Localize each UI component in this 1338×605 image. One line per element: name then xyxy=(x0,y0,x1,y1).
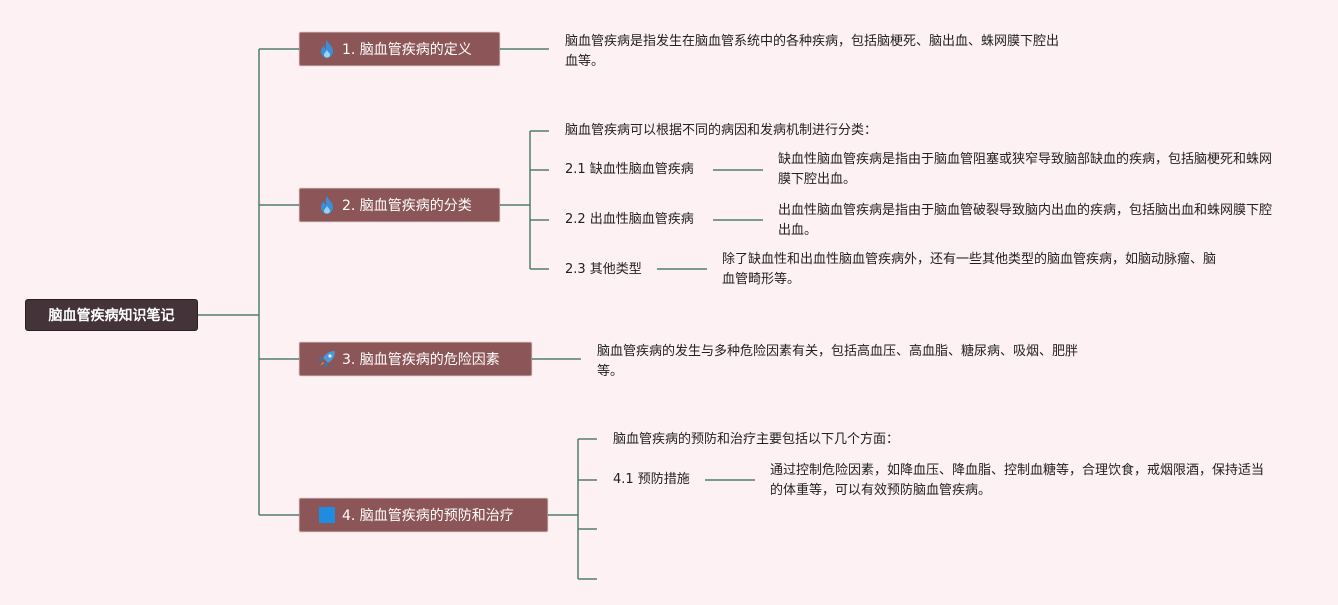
topic-prevention-treatment-label: 4. 脑血管疾病的预防和治疗 xyxy=(342,508,514,524)
fire-icon xyxy=(318,40,336,58)
topic-definition-label: 1. 脑血管疾病的定义 xyxy=(342,42,472,58)
root-topic-label: 脑血管疾病知识笔记 xyxy=(48,308,175,324)
topic-definition[interactable]: 1. 脑血管疾病的定义 xyxy=(299,32,500,66)
prevention-note: 通过控制危险因素，如降血压、降血脂、控制血糖等，合理饮食，戒烟限酒，保持适当的体… xyxy=(770,463,1265,498)
flag-icon xyxy=(318,506,336,524)
topic-risk-factors[interactable]: 3. 脑血管疾病的危险因素 xyxy=(299,342,532,376)
topic-prevention-treatment[interactable]: 4. 脑血管疾病的预防和治疗 xyxy=(299,498,548,532)
classification-intro: 脑血管疾病可以根据不同的病因和发病机制进行分类： xyxy=(565,123,878,138)
topic-classification[interactable]: 2. 脑血管疾病的分类 xyxy=(299,188,500,222)
fire-icon xyxy=(318,196,336,214)
risk-factors-note: 脑血管疾病的发生与多种危险因素有关，包括高血压、高血脂、糖尿病、吸烟、肥胖等。 xyxy=(597,344,1079,379)
hemorrhagic-note: 出血性脑血管疾病是指由于脑血管破裂导致脑内出血的疾病，包括脑出血和蛛网膜下腔出血… xyxy=(778,203,1273,238)
other-note: 除了缺血性和出血性脑血管疾病外，还有一些其他类型的脑血管疾病，如脑动脉瘤、脑血管… xyxy=(722,252,1217,287)
prevention-intro: 脑血管疾病的预防和治疗主要包括以下几个方面： xyxy=(613,432,900,447)
subtopic-prevention[interactable]: 4.1 预防措施 xyxy=(613,472,690,487)
topic-risk-factors-label: 3. 脑血管疾病的危险因素 xyxy=(342,352,500,368)
rocket-icon xyxy=(318,350,336,368)
root-topic[interactable]: 脑血管疾病知识笔记 xyxy=(25,299,198,331)
subtopic-ischemic[interactable]: 2.1 缺血性脑血管疾病 xyxy=(565,162,694,177)
definition-note: 脑血管疾病是指发生在脑血管系统中的各种疾病，包括脑梗死、脑出血、蛛网膜下腔出血等… xyxy=(565,34,1060,69)
subtopic-other[interactable]: 2.3 其他类型 xyxy=(565,262,642,277)
ischemic-note: 缺血性脑血管疾病是指由于脑血管阻塞或狭窄导致脑部缺血的疾病，包括脑梗死和蛛网膜下… xyxy=(778,152,1273,187)
subtopic-hemorrhagic[interactable]: 2.2 出血性脑血管疾病 xyxy=(565,212,694,227)
topic-classification-label: 2. 脑血管疾病的分类 xyxy=(342,198,472,214)
